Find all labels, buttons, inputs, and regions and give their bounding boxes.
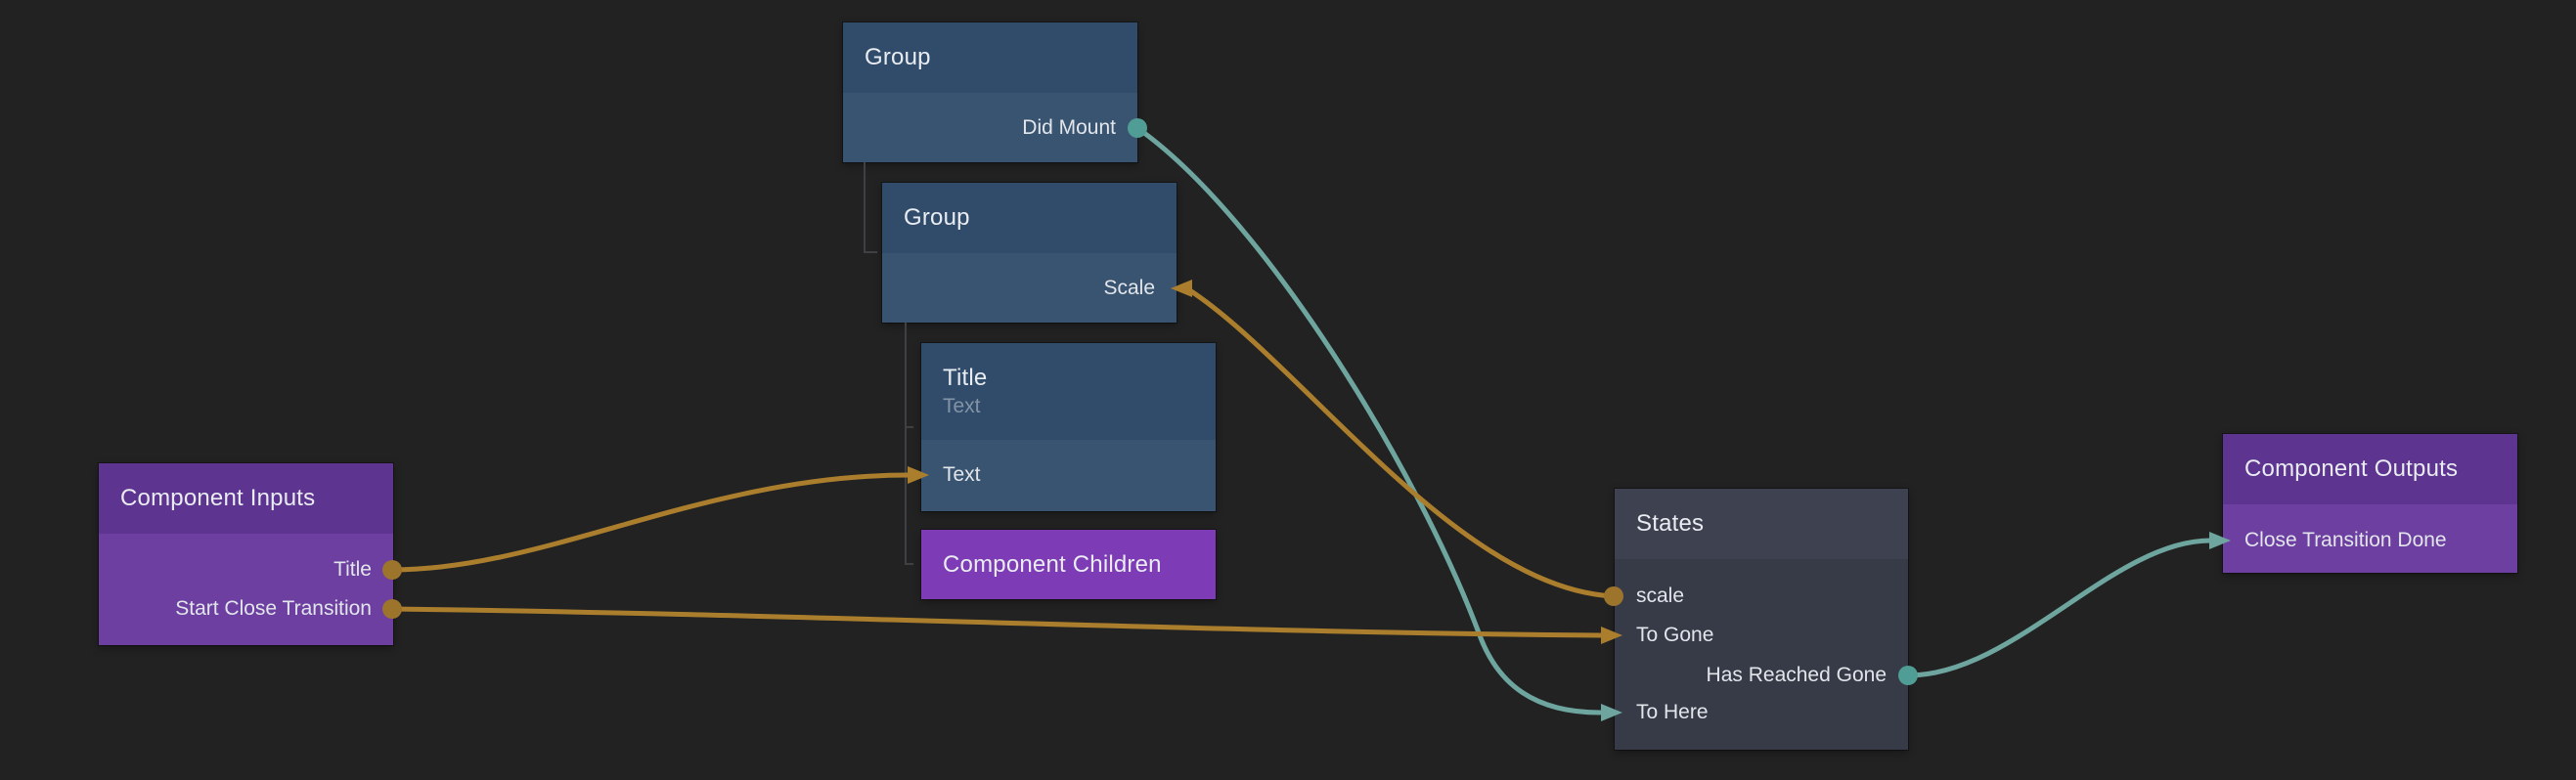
node-subtitle: Text — [943, 395, 981, 417]
port-title-output[interactable]: Title — [333, 558, 372, 581]
node-title: Title — [943, 365, 988, 391]
node-title: States — [1636, 510, 1705, 537]
port-to-here-input[interactable]: To Here — [1636, 701, 1709, 723]
node-group-2[interactable]: Group Scale — [882, 183, 1177, 323]
node-component-children[interactable]: Component Children — [921, 530, 1216, 599]
node-title: Component Inputs — [120, 485, 316, 511]
port-scale-input[interactable]: Scale — [1103, 277, 1155, 299]
node-title-text[interactable]: Title Text Text — [921, 343, 1216, 511]
node-states-header: States — [1615, 489, 1908, 559]
hierarchy-line-group2-children — [905, 323, 913, 565]
node-component-inputs-body: Title Start Close Transition — [99, 534, 393, 645]
wire-has-reached-gone-to-close-transition-done[interactable] — [1905, 538, 2213, 678]
port-start-close-transition-output[interactable]: Start Close Transition — [175, 597, 372, 620]
port-scale-state-output[interactable]: scale — [1636, 585, 1685, 607]
port-close-transition-done-input[interactable]: Close Transition Done — [2244, 529, 2447, 551]
port-has-reached-gone-output[interactable]: Has Reached Gone — [1706, 664, 1887, 686]
wire-start-close-transition-to-to-gone[interactable] — [389, 606, 1604, 638]
hierarchy-line-group1-group2 — [864, 162, 877, 253]
node-states[interactable]: States scale To Gone Has Reached Gone To… — [1615, 489, 1908, 750]
node-component-children-header: Component Children — [921, 530, 1216, 599]
wire-title-to-text[interactable] — [389, 472, 911, 573]
port-to-gone-input[interactable]: To Gone — [1636, 624, 1714, 646]
node-group-1[interactable]: Group Did Mount — [843, 22, 1137, 162]
node-component-outputs-header: Component Outputs — [2223, 434, 2517, 504]
node-title: Component Outputs — [2244, 455, 2459, 482]
port-did-mount[interactable]: Did Mount — [1022, 116, 1116, 139]
wire-scale-state-to-group-scale[interactable] — [1185, 286, 1617, 599]
node-component-outputs-body: Close Transition Done — [2223, 504, 2517, 573]
node-group-2-header: Group — [882, 183, 1177, 253]
node-title-text-body: Text — [921, 440, 1216, 511]
node-title: Group — [865, 44, 931, 70]
node-title: Component Children — [943, 550, 1162, 578]
node-group-2-body: Scale — [882, 253, 1177, 323]
node-group-1-body: Did Mount — [843, 93, 1137, 162]
node-component-inputs-header: Component Inputs — [99, 463, 393, 534]
node-title-text-header: Title Text — [921, 343, 1216, 440]
node-group-1-header: Group — [843, 22, 1137, 93]
node-title: Group — [904, 204, 970, 231]
node-component-inputs[interactable]: Component Inputs Title Start Close Trans… — [99, 463, 393, 645]
node-component-outputs[interactable]: Component Outputs Close Transition Done — [2223, 434, 2517, 573]
node-states-body: scale To Gone Has Reached Gone To Here — [1615, 559, 1908, 750]
port-text-input[interactable]: Text — [943, 463, 981, 486]
